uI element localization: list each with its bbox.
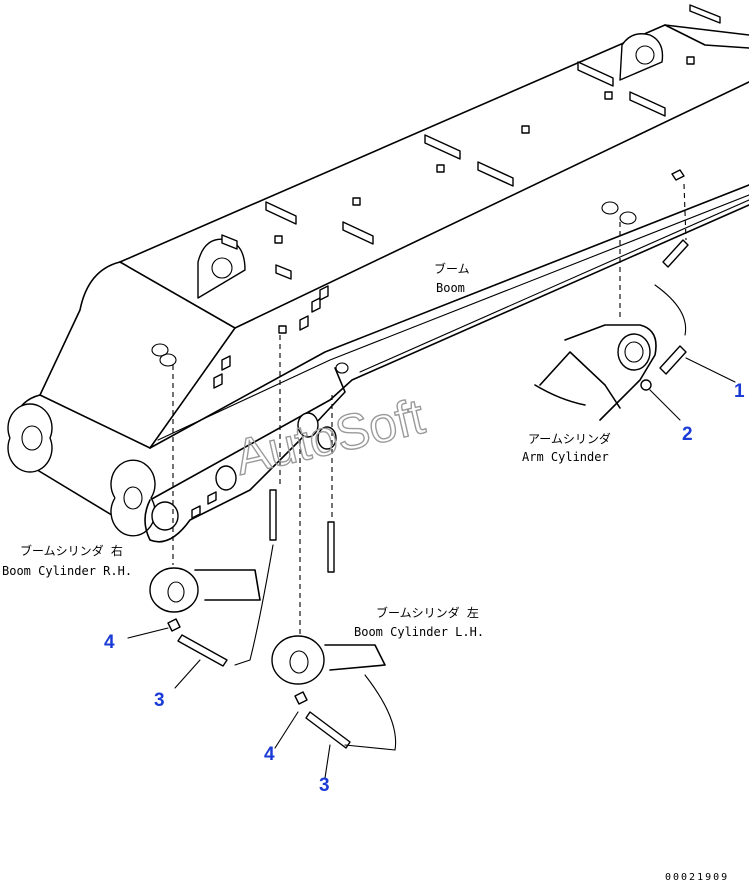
boom-cylinder-rh	[149, 335, 281, 667]
boom-cylinder-rh-label-en: Boom Cylinder R.H.	[2, 564, 132, 578]
arm-cylinder-label-jp: アームシリンダ	[528, 431, 611, 446]
arm-cylinder	[534, 169, 689, 421]
boom-body	[7, 4, 749, 543]
boom-label-en: Boom	[436, 281, 465, 295]
boom-cylinder-rh-label-jp: ブームシリンダ 右	[20, 543, 123, 558]
boom-cylinder-lh-label-en: Boom Cylinder L.H.	[354, 625, 484, 639]
boom-label-jp: ブーム	[434, 261, 470, 276]
callout-4-rh: 4	[104, 632, 115, 653]
arm-cylinder-label-en: Arm Cylinder	[522, 450, 609, 464]
callout-2: 2	[682, 424, 693, 445]
callout-4-lh: 4	[264, 744, 275, 765]
drawing-code: 00021909	[665, 872, 729, 883]
callout-3-lh: 3	[319, 775, 330, 796]
callout-1: 1	[734, 381, 745, 402]
leader-lines	[127, 357, 736, 779]
boom-cylinder-lh	[271, 395, 397, 751]
watermark: AutoSoft	[230, 388, 430, 486]
boom-cylinder-lh-label-jp: ブームシリンダ 左	[376, 605, 479, 620]
callout-3-rh: 3	[154, 690, 165, 711]
